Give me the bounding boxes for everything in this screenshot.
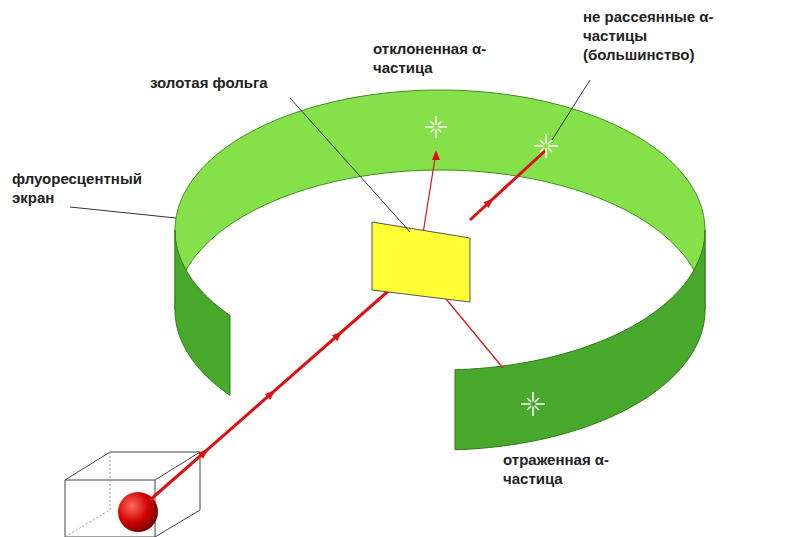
incident-beam <box>150 265 418 500</box>
fluorescent-screen <box>175 90 705 450</box>
screen-front-left <box>175 230 230 395</box>
gold-foil <box>372 222 470 302</box>
flash-ray <box>521 403 531 405</box>
leader-line <box>70 207 176 218</box>
flash-ray <box>431 122 435 126</box>
flash-ray <box>435 116 437 125</box>
flash-ray <box>540 148 544 152</box>
flash-ray <box>545 149 547 159</box>
scintillation-flash <box>425 116 447 138</box>
flash-ray <box>438 129 442 133</box>
flash-ray <box>535 406 539 410</box>
flash-ray <box>527 398 531 402</box>
callout-label: флуоресцентный экран <box>12 170 177 208</box>
callout-label: отраженная α-частица <box>503 451 643 489</box>
flash-ray <box>545 134 547 144</box>
source-box-hidden <box>65 452 110 537</box>
screen-back <box>175 90 705 310</box>
leader-line <box>290 98 410 232</box>
flash-ray <box>536 403 546 405</box>
flash-ray <box>431 129 435 133</box>
alpha-beam <box>150 116 558 500</box>
flash-ray <box>532 407 534 417</box>
callout-label: отклоненная α-частица <box>373 40 498 78</box>
flash-ray <box>540 140 544 144</box>
leader-line <box>552 80 590 140</box>
beam-arrowhead <box>198 449 208 459</box>
gold-foil-sheet <box>372 222 470 302</box>
leader-lines <box>70 80 590 232</box>
flash-ray <box>548 140 552 144</box>
callout-label: не рассеянные α-частицы (большинство) <box>583 8 743 64</box>
beam-arrowhead <box>432 150 440 160</box>
scintillation-flash <box>534 134 558 158</box>
beam-arrowhead <box>265 390 275 400</box>
flash-ray <box>532 392 534 402</box>
source-box-side <box>155 452 200 537</box>
beam-arrowhead <box>483 198 493 208</box>
flash-ray <box>527 406 531 410</box>
flash-ray <box>549 145 559 147</box>
flash-ray <box>439 126 448 128</box>
flash-ray <box>438 122 442 126</box>
undeflected-beam <box>470 150 546 220</box>
flash-ray <box>548 148 552 152</box>
flash-ray <box>425 126 434 128</box>
screen-front-right <box>455 230 705 450</box>
scintillation-flash <box>521 392 545 416</box>
callout-label: золотая фольга <box>150 74 320 93</box>
alpha-source <box>65 452 200 537</box>
beam-arrowhead <box>332 332 342 342</box>
flash-ray <box>435 130 437 139</box>
flash-ray <box>534 145 544 147</box>
flash-ray <box>535 398 539 402</box>
